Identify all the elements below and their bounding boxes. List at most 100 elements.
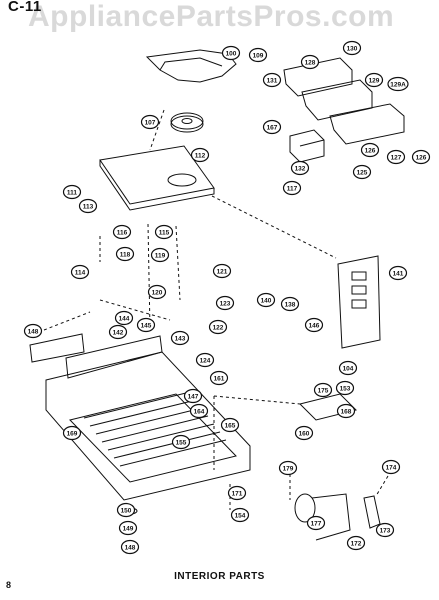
callout-126: 126 xyxy=(360,142,380,158)
callout-label: 124 xyxy=(200,358,211,365)
callout-146: 146 xyxy=(304,317,324,333)
callout-164: 164 xyxy=(189,403,209,419)
callout-label: 125 xyxy=(357,170,368,177)
callout-165: 165 xyxy=(220,417,240,433)
callout-bubble xyxy=(306,515,326,531)
blower-fan xyxy=(170,115,204,133)
callout-label: 149 xyxy=(123,526,134,533)
callout-bubble xyxy=(342,40,362,56)
callout-bubble xyxy=(78,198,98,214)
callout-bubble xyxy=(262,72,282,88)
callout-bubble xyxy=(208,319,228,335)
callout-bubble xyxy=(215,295,235,311)
callout-bubble xyxy=(170,330,190,346)
callout-132: 132 xyxy=(290,160,310,176)
callout-bubble xyxy=(387,76,409,92)
callout-128: 128 xyxy=(300,54,320,70)
callout-147: 147 xyxy=(183,388,203,404)
callout-bubble xyxy=(352,164,372,180)
callout-168: 168 xyxy=(336,403,356,419)
callout-bubble xyxy=(256,292,276,308)
callout-bubble xyxy=(115,246,135,262)
callout-label: 127 xyxy=(391,155,402,162)
callout-label: 130 xyxy=(347,46,358,53)
stirrer-motor xyxy=(294,493,316,523)
callout-label: 146 xyxy=(309,323,320,330)
callout-label: 165 xyxy=(225,423,236,430)
interlock-bracket xyxy=(299,393,357,421)
callout-bubble xyxy=(154,224,174,240)
callout-label: 119 xyxy=(155,253,166,260)
callout-bubble xyxy=(388,265,408,281)
callout-bubble xyxy=(335,380,355,396)
callout-121: 121 xyxy=(212,263,232,279)
callout-label: 154 xyxy=(235,513,246,520)
callout-bubble xyxy=(220,417,240,433)
callout-130: 130 xyxy=(342,40,362,56)
callout-124: 124 xyxy=(195,352,215,368)
callout-label: 120 xyxy=(152,290,163,297)
callout-174: 174 xyxy=(381,459,401,475)
callout-bubble xyxy=(189,403,209,419)
callout-143: 143 xyxy=(170,330,190,346)
callout-131: 131 xyxy=(262,72,282,88)
callout-113: 113 xyxy=(78,198,98,214)
transformer xyxy=(289,129,325,163)
callout-bubble xyxy=(183,388,203,404)
callout-148: 148 xyxy=(120,539,140,555)
callout-141: 141 xyxy=(388,265,408,281)
callout-label: 171 xyxy=(232,491,243,498)
callout-125: 125 xyxy=(352,164,372,180)
callout-bubble xyxy=(116,502,136,518)
callout-118: 118 xyxy=(115,246,135,262)
watermark: AppliancePartsPros.com xyxy=(28,0,395,33)
callout-129: 129 xyxy=(364,72,384,88)
callout-bubble xyxy=(336,403,356,419)
callout-label: 150 xyxy=(121,508,132,515)
callout-bubble xyxy=(230,507,250,523)
callout-bubble xyxy=(212,263,232,279)
chassis-rear-wall xyxy=(65,335,163,379)
callout-label: 153 xyxy=(340,386,351,393)
diagram-caption: INTERIOR PARTS xyxy=(174,571,265,582)
callout-144: 144 xyxy=(114,310,134,326)
callout-label: 107 xyxy=(145,120,156,127)
callout-bubble xyxy=(248,47,268,63)
callout-label: 147 xyxy=(188,394,199,401)
callout-bubble xyxy=(338,360,358,376)
callout-label: 112 xyxy=(195,153,206,160)
callout-115: 115 xyxy=(154,224,174,240)
callout-129A: 129A xyxy=(387,76,409,92)
callout-label: 174 xyxy=(386,465,397,472)
callout-154: 154 xyxy=(230,507,250,523)
callout-bubble xyxy=(62,425,82,441)
callout-bubble xyxy=(221,45,241,61)
callout-179: 179 xyxy=(278,460,298,476)
callout-bubble xyxy=(375,522,395,538)
callout-label: 121 xyxy=(217,269,228,276)
callout-120: 120 xyxy=(147,284,167,300)
callout-label: 100 xyxy=(226,51,237,58)
callout-bubble xyxy=(381,459,401,475)
callout-107: 107 xyxy=(140,114,160,130)
side-bracket xyxy=(29,333,85,363)
callout-bubble xyxy=(62,184,82,200)
callout-label: 123 xyxy=(220,301,231,308)
callout-label: 173 xyxy=(380,528,391,535)
control-panel xyxy=(337,255,381,349)
callout-155: 155 xyxy=(171,434,191,450)
callout-label: 126 xyxy=(365,148,376,155)
callout-label: 140 xyxy=(261,298,272,305)
callout-145: 145 xyxy=(136,317,156,333)
callout-label: 129A xyxy=(390,82,406,89)
callout-label: 114 xyxy=(75,270,86,277)
callout-label: 116 xyxy=(117,230,128,237)
callout-bubble xyxy=(147,284,167,300)
page-number: 8 xyxy=(6,580,12,590)
callout-138: 138 xyxy=(280,296,300,312)
callout-100: 100 xyxy=(221,45,241,61)
callout-bubble xyxy=(150,247,170,263)
callout-label: 129 xyxy=(369,78,380,85)
callout-104: 104 xyxy=(338,360,358,376)
callout-169: 169 xyxy=(62,425,82,441)
